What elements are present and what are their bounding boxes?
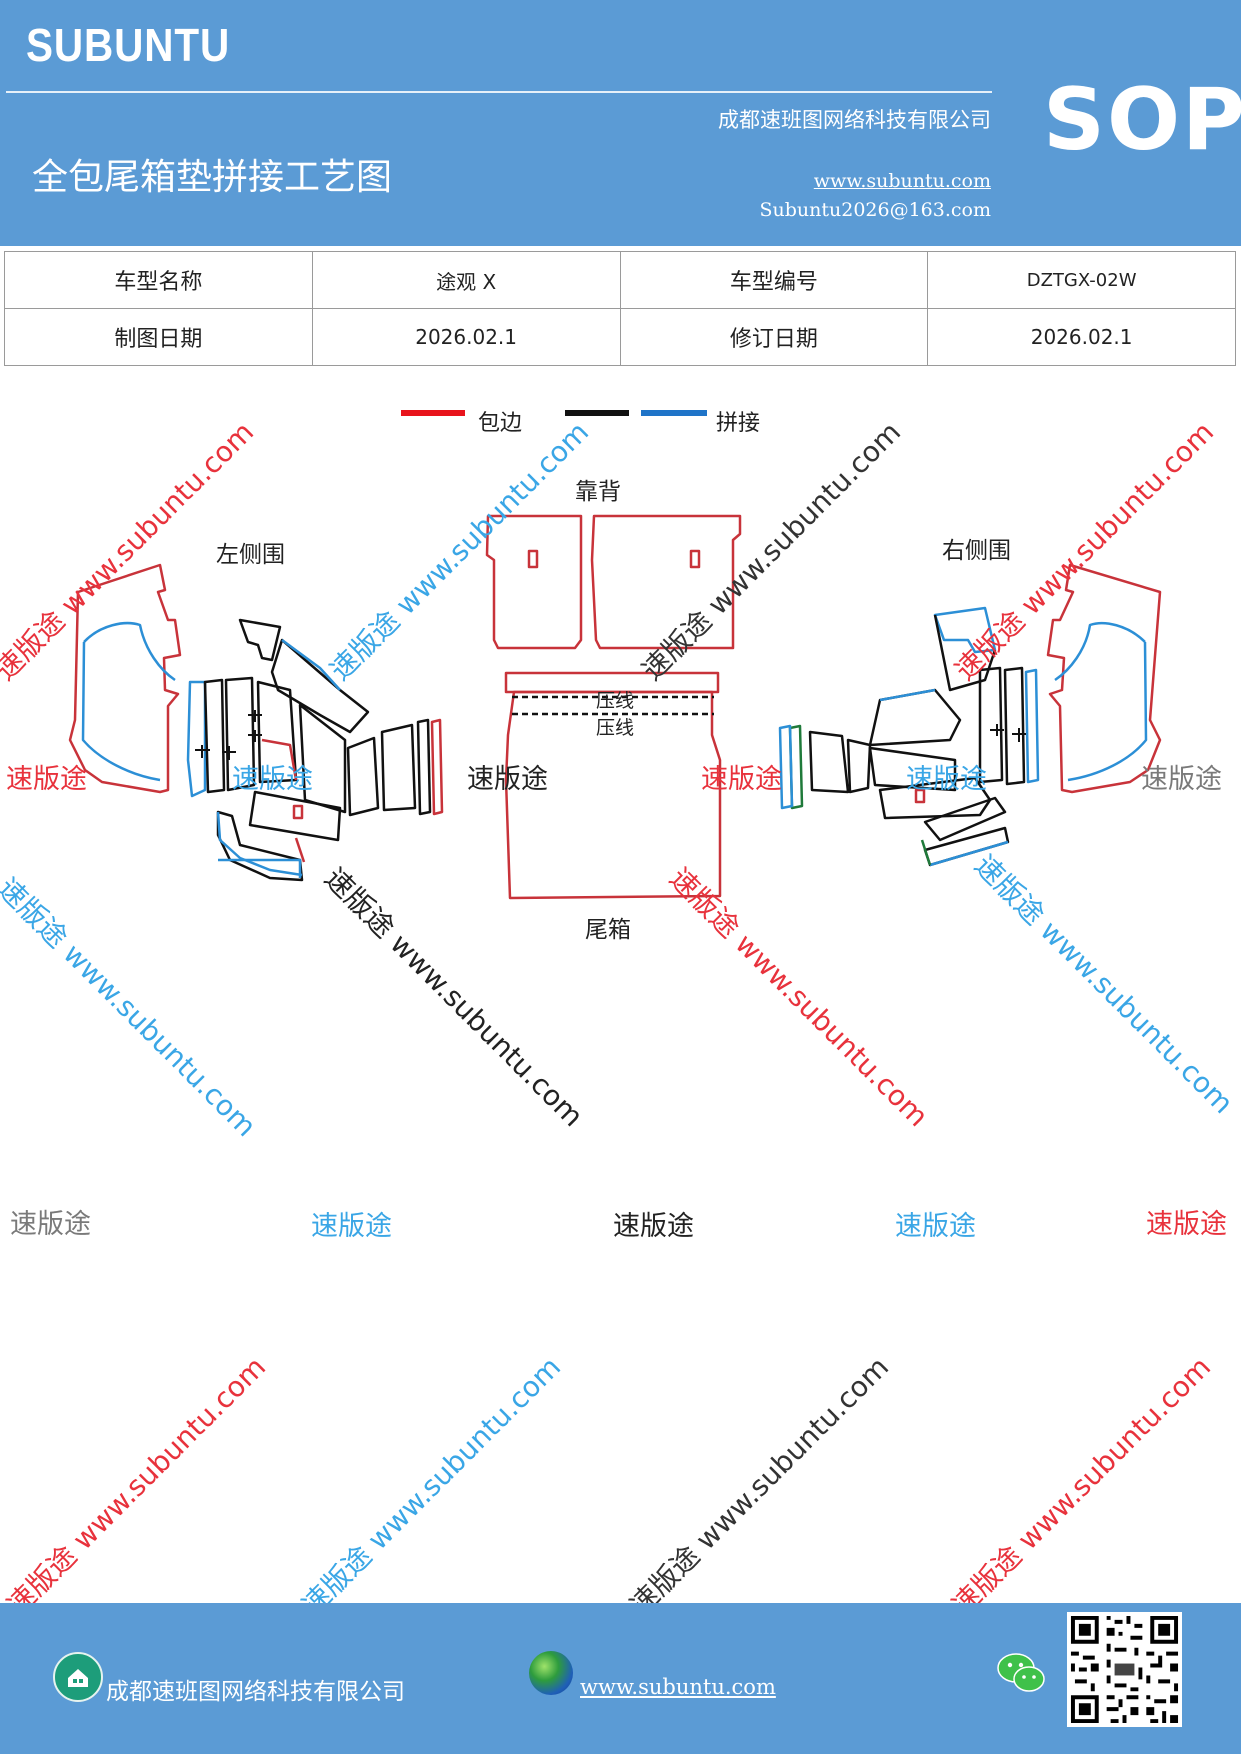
- splice-mark-right-1: [990, 724, 1004, 736]
- right-piece-i: [846, 738, 872, 794]
- press-line-label-1: 压线: [596, 690, 635, 712]
- globe-icon: [529, 1651, 573, 1695]
- right-piece-l: [878, 776, 992, 820]
- splice-mark-right-2: [1012, 728, 1026, 742]
- left-piece-g: [261, 738, 298, 781]
- left-piece-c: [186, 680, 207, 798]
- model-code-value: DZTGX-02W: [927, 251, 1236, 309]
- left-piece-i: [346, 736, 380, 817]
- right-piece-c-blue: [879, 688, 936, 702]
- page-title: 全包尾箱垫拼接工艺图: [32, 157, 393, 198]
- model-name-label: 车型名称: [4, 251, 313, 309]
- footer-company: 成都速班图网络科技有限公司: [106, 1679, 405, 1705]
- draw-date-label: 制图日期: [4, 308, 313, 366]
- website-link[interactable]: www.subuntu.com: [813, 170, 991, 192]
- backrest-label: 靠背: [575, 479, 621, 505]
- splice-mark-left-4: [222, 746, 236, 760]
- left-piece-m: [248, 790, 342, 842]
- watermark-brand: 速版途: [895, 1211, 976, 1242]
- left-side-splice-curve: [83, 621, 176, 682]
- trunk-floor-panel: [504, 690, 722, 900]
- legend-splice-line: [641, 410, 707, 416]
- right-piece-n-blue: [929, 840, 1009, 867]
- header-divider: [6, 91, 992, 93]
- right-piece-o: [920, 839, 932, 866]
- left-piece-j: [380, 723, 417, 812]
- legend-binding-line: [401, 410, 465, 416]
- brand-logo-text: SUBUNTU: [26, 19, 231, 71]
- left-piece-l: [430, 718, 444, 816]
- watermark-brand: 速版途: [10, 1209, 91, 1240]
- legend-binding-label: 包边: [478, 411, 523, 436]
- left-piece-d: [203, 678, 226, 794]
- footer-website-link[interactable]: www.subuntu.com: [580, 1675, 776, 1699]
- right-piece-m: [923, 796, 1007, 842]
- qr-code: [1067, 1612, 1182, 1727]
- right-piece-f: [1024, 668, 1040, 784]
- trunk-label: 尾箱: [585, 917, 631, 943]
- right-side-splice-curve: [1054, 621, 1146, 682]
- splice-mark-left-1: [248, 710, 262, 722]
- watermark-brand: 速版途: [6, 764, 87, 795]
- header-banner: [0, 0, 1241, 246]
- revise-date-value: 2026.02.1: [927, 308, 1236, 366]
- draw-date-value: 2026.02.1: [311, 308, 621, 366]
- press-line-label-2: 压线: [596, 717, 635, 739]
- left-piece-n: [216, 810, 304, 882]
- left-piece-a: [238, 618, 282, 662]
- home-icon: [53, 1652, 103, 1702]
- doc-type-label: SOP: [1043, 70, 1241, 170]
- left-piece-n-blue: [216, 811, 303, 877]
- watermark-brand: 速版途: [906, 764, 987, 795]
- vehicle-info-table: 车型名称 途观 X 车型编号 DZTGX-02W 制图日期 2026.02.1 …: [4, 251, 1236, 366]
- model-name-value: 途观 X: [311, 251, 621, 309]
- right-piece-b: [933, 614, 997, 692]
- right-piece-a: [933, 606, 997, 654]
- legend-black-line: [565, 410, 629, 416]
- left-side-label: 左侧围: [216, 542, 285, 568]
- company-name: 成都速班图网络科技有限公司: [718, 108, 991, 132]
- left-piece-b-blue: [281, 638, 341, 691]
- watermark-brand: 速版途: [311, 1211, 392, 1242]
- watermark-brand: 速版途: [467, 764, 548, 795]
- right-side-label: 右侧围: [942, 538, 1011, 564]
- table-row: 车型名称 途观 X 车型编号 DZTGX-02W: [4, 251, 1236, 309]
- splice-mark-left-2: [248, 730, 262, 742]
- backrest-right-slot: [689, 549, 701, 569]
- watermark-brand: 速版途: [613, 1211, 694, 1242]
- splice-mark-left-3: [195, 745, 210, 758]
- backrest-left-panel: [485, 514, 583, 650]
- left-piece-h: [298, 703, 347, 814]
- watermark-brand: 速版途: [232, 764, 313, 795]
- left-piece-k: [416, 718, 432, 816]
- right-side-outer-panel: [1046, 563, 1162, 794]
- revise-date-label: 修订日期: [619, 308, 929, 366]
- left-side-splice-curve-2: [81, 641, 161, 782]
- left-piece-b: [270, 638, 370, 734]
- right-piece-h: [808, 730, 850, 794]
- right-piece-k: [778, 724, 794, 810]
- watermark-brand: 速版途: [1146, 1209, 1227, 1240]
- wechat-icon: [997, 1653, 1045, 1692]
- legend-splice-label: 拼接: [716, 411, 761, 436]
- left-piece-p: [294, 837, 306, 863]
- table-row: 制图日期 2026.02.1 修订日期 2026.02.1: [4, 308, 1236, 366]
- right-piece-g: [868, 746, 957, 792]
- right-piece-e: [1003, 666, 1026, 786]
- watermark-brand: 速版途: [1141, 764, 1222, 795]
- right-side-splice-curve-2: [1067, 641, 1148, 782]
- email-address: Subuntu2026@163.com: [759, 199, 991, 221]
- left-piece-m-slot: [292, 804, 304, 820]
- backrest-left-slot: [527, 549, 539, 569]
- trunk-top-strip: [504, 671, 720, 694]
- left-piece-e: [224, 676, 256, 792]
- left-side-outer-panel: [68, 563, 182, 794]
- model-code-label: 车型编号: [619, 251, 929, 309]
- right-piece-l-slot: [914, 788, 926, 804]
- right-piece-d: [978, 666, 1004, 784]
- left-piece-o: [218, 858, 302, 878]
- backrest-right-panel: [590, 514, 742, 650]
- watermark-brand: 速版途: [701, 764, 782, 795]
